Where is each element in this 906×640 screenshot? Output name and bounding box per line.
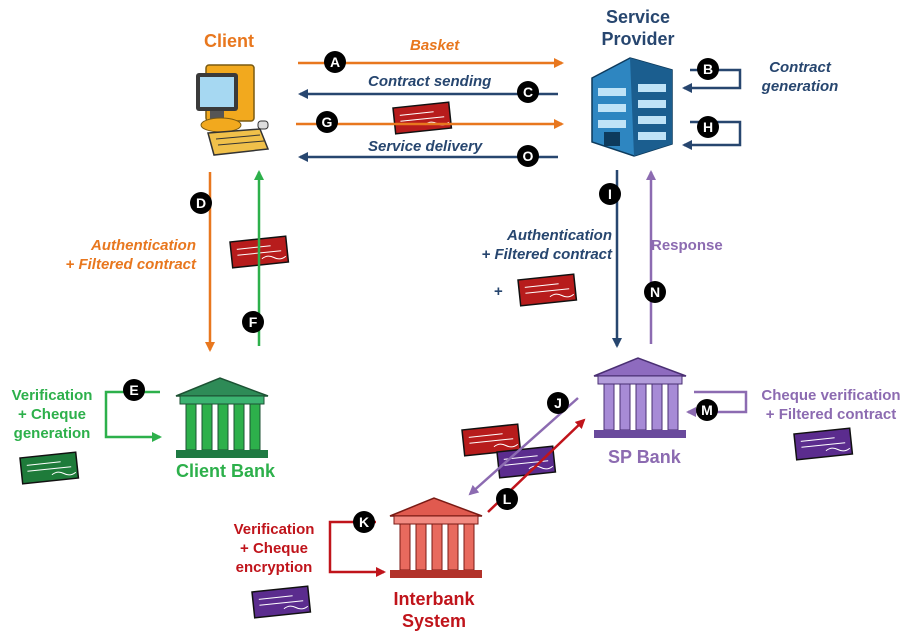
contract-sending-label: Contract sending <box>368 73 492 90</box>
svg-text:A: A <box>330 54 340 70</box>
building-icon <box>591 57 673 157</box>
step-badge-j: J <box>547 392 569 414</box>
cheque-icon-sp <box>517 273 578 307</box>
step-badge-e: E <box>123 379 145 401</box>
verification-client-label: Verification + Cheque generation <box>11 387 93 442</box>
verification-interbank-label: Verification + Cheque encryption <box>233 521 315 576</box>
svg-text:C: C <box>523 84 533 100</box>
interbank-icon <box>389 497 483 578</box>
step-badge-m: M <box>696 399 718 421</box>
cheque-icon-j <box>461 423 522 457</box>
auth-client-label: Authentication + Filtered contract <box>65 237 196 273</box>
svg-text:K: K <box>359 514 369 530</box>
step-badge-g: G <box>316 111 338 133</box>
svg-text:I: I <box>608 186 612 202</box>
plus-label: + <box>494 283 503 300</box>
svg-text:J: J <box>554 395 562 411</box>
svg-text:E: E <box>129 382 138 398</box>
svg-text:B: B <box>703 61 713 77</box>
step-badge-d: D <box>190 192 212 214</box>
sp-bank-icon <box>593 357 687 438</box>
step-badge-k: K <box>353 511 375 533</box>
response-label: Response <box>651 237 723 254</box>
step-badge-o: O <box>517 145 539 167</box>
client-bank-label: Client Bank <box>176 461 276 481</box>
cheque-icon-purple-m <box>793 427 854 461</box>
step-badge-n: N <box>644 281 666 303</box>
svg-text:F: F <box>249 314 258 330</box>
contract-generation-label: Contract generation <box>761 59 839 95</box>
cheque-icon-g <box>392 101 453 135</box>
client-bank-icon <box>175 377 269 458</box>
arrow-j <box>468 397 579 496</box>
computer-icon <box>196 64 270 156</box>
cheque-icon-green <box>19 451 80 485</box>
svg-text:D: D <box>196 195 206 211</box>
cheque-icon-purple-l <box>496 445 557 479</box>
step-badge-a: A <box>324 51 346 73</box>
svg-text:N: N <box>650 284 660 300</box>
cheque-icon-purple-k <box>251 585 312 619</box>
step-badge-c: C <box>517 81 539 103</box>
cheque-verification-label: Cheque verification + Filtered contract <box>761 387 901 423</box>
svg-text:L: L <box>503 491 512 507</box>
sp-bank-label: SP Bank <box>608 447 681 467</box>
basket-label: Basket <box>410 37 460 54</box>
step-badge-b: B <box>697 58 719 80</box>
client-label: Client <box>204 31 255 51</box>
step-badge-l: L <box>496 488 518 510</box>
interbank-label: Interbank System <box>393 589 475 631</box>
step-badge-f: F <box>242 311 264 333</box>
svg-text:M: M <box>701 402 713 418</box>
svg-text:H: H <box>703 119 713 135</box>
svg-text:G: G <box>322 114 333 130</box>
step-badge-i: I <box>599 183 621 205</box>
service-delivery-label: Service delivery <box>368 138 483 155</box>
svg-text:O: O <box>523 148 534 164</box>
auth-sp-label: Authentication + Filtered contract <box>481 227 612 263</box>
step-badge-h: H <box>697 116 719 138</box>
service-provider-label: Service Provider <box>601 7 675 49</box>
